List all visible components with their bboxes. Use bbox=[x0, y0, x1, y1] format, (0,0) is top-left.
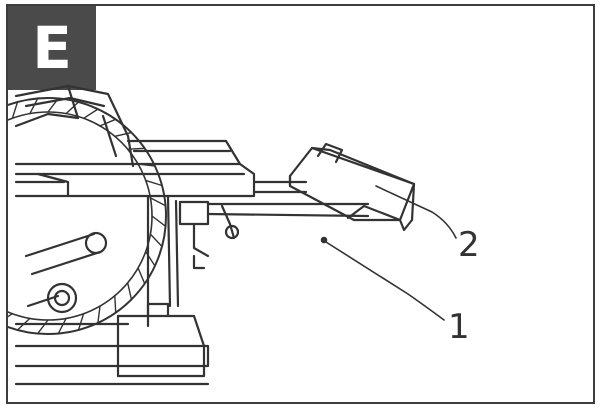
blade-tooth bbox=[149, 233, 163, 248]
blade-guard bbox=[14, 84, 135, 168]
blade-tooth bbox=[8, 313, 14, 318]
blade-tooth bbox=[82, 108, 99, 119]
extension-rods[interactable] bbox=[206, 180, 370, 218]
blade-tooth bbox=[97, 305, 101, 324]
motor-arm bbox=[24, 231, 108, 314]
callout-leaders bbox=[320, 185, 457, 321]
blade-tooth bbox=[11, 101, 19, 119]
callout-2-label: 2 bbox=[458, 225, 480, 265]
saw-base bbox=[14, 194, 210, 386]
figure-label-badge: E bbox=[8, 6, 96, 90]
saw-illustration: 2 1 bbox=[8, 84, 480, 386]
blade-tooth bbox=[65, 101, 80, 115]
callout-1-label: 1 bbox=[448, 307, 470, 347]
blade-tooth bbox=[99, 118, 117, 127]
blade-tooth bbox=[145, 179, 163, 187]
blade-tooth bbox=[37, 319, 49, 335]
blade-tooth bbox=[127, 282, 133, 301]
extension-support-plate[interactable] bbox=[288, 142, 416, 232]
blade-tooth bbox=[29, 97, 39, 115]
blade-tooth bbox=[114, 295, 117, 314]
saw-blade bbox=[8, 97, 167, 335]
figure-frame: E bbox=[6, 4, 595, 404]
figure-label: E bbox=[32, 14, 72, 82]
rod-clamp bbox=[178, 200, 240, 270]
blade-tooth bbox=[137, 267, 146, 285]
blade-tooth bbox=[57, 317, 67, 335]
blade-tooth bbox=[77, 313, 85, 331]
blade-tooth bbox=[114, 131, 133, 137]
blade-tooth bbox=[149, 197, 167, 207]
blade-tooth bbox=[151, 215, 167, 227]
saw-table bbox=[14, 139, 256, 198]
